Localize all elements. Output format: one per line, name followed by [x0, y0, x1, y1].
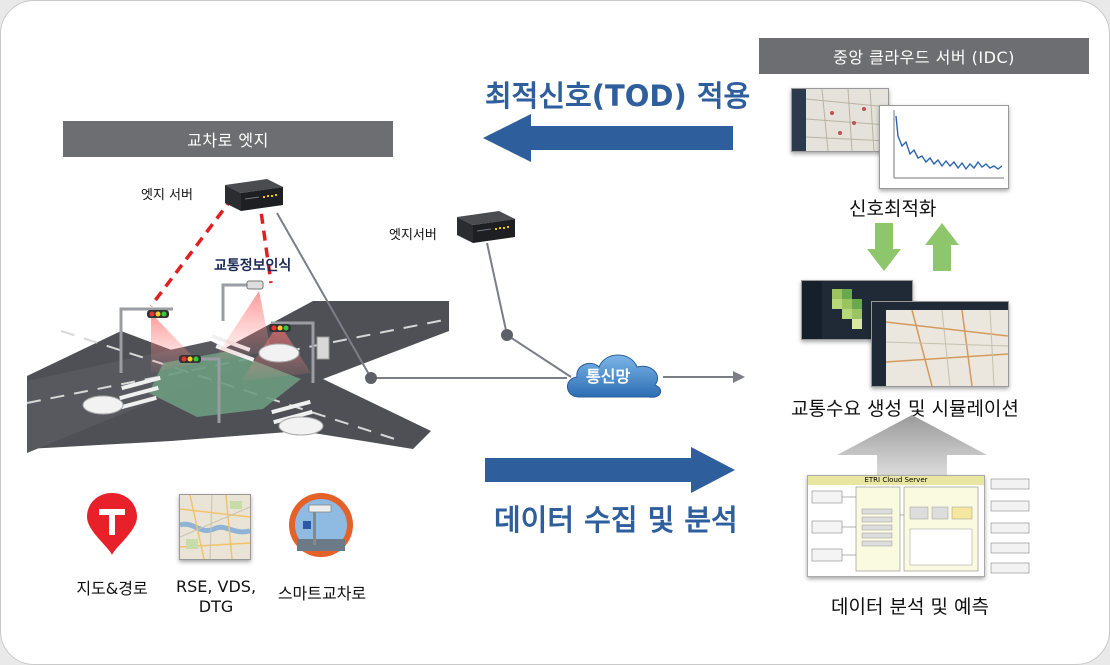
server-icon	[225, 179, 283, 211]
top-arrow-label: 최적신호(TOD) 적용	[485, 79, 751, 113]
bottom-arrow-label: 데이터 수집 및 분석	[494, 503, 738, 537]
service-list-icon	[990, 478, 1030, 574]
chart-thumbnail	[879, 105, 1009, 189]
source-rse-label: RSE, VDS, DTG	[175, 577, 257, 616]
etri-architecture-thumbnail: ETRI Cloud Server	[807, 475, 985, 577]
etri-title: ETRI Cloud Server	[808, 476, 984, 485]
edge-section-title: 교차로 엣지	[63, 121, 393, 157]
smart-intersection-icon	[289, 493, 353, 557]
source-smart-label: 스마트교차로	[277, 584, 367, 603]
cloud-icon	[567, 354, 662, 398]
left-arrow	[483, 114, 733, 162]
down-arrow-icon	[867, 223, 901, 271]
server-icon	[457, 211, 515, 243]
network-label: 통신망	[586, 367, 631, 386]
right-arrow	[485, 447, 735, 493]
up-arrow-large	[837, 415, 987, 481]
map-icon	[179, 494, 251, 560]
simulation-thumbnail-2	[871, 301, 1009, 387]
tmap-icon	[87, 493, 137, 555]
edge-server-label: 엣지 서버	[141, 188, 193, 203]
up-arrow-icon	[925, 223, 959, 271]
signal-optimization-label: 신호최적화	[849, 198, 937, 220]
demand-simulation-label: 교통수요 생성 및 시뮬레이션	[791, 398, 1019, 420]
data-analysis-label: 데이터 분석 및 예측	[831, 596, 989, 618]
traffic-recognition-label: 교통정보인식	[214, 258, 292, 274]
cloud-section-title: 중앙 클라우드 서버 (IDC)	[759, 38, 1089, 74]
edge-server2-label: 엣지서버	[389, 228, 437, 243]
source-map-label: 지도&경로	[76, 579, 148, 598]
map-thumbnail	[791, 88, 889, 152]
